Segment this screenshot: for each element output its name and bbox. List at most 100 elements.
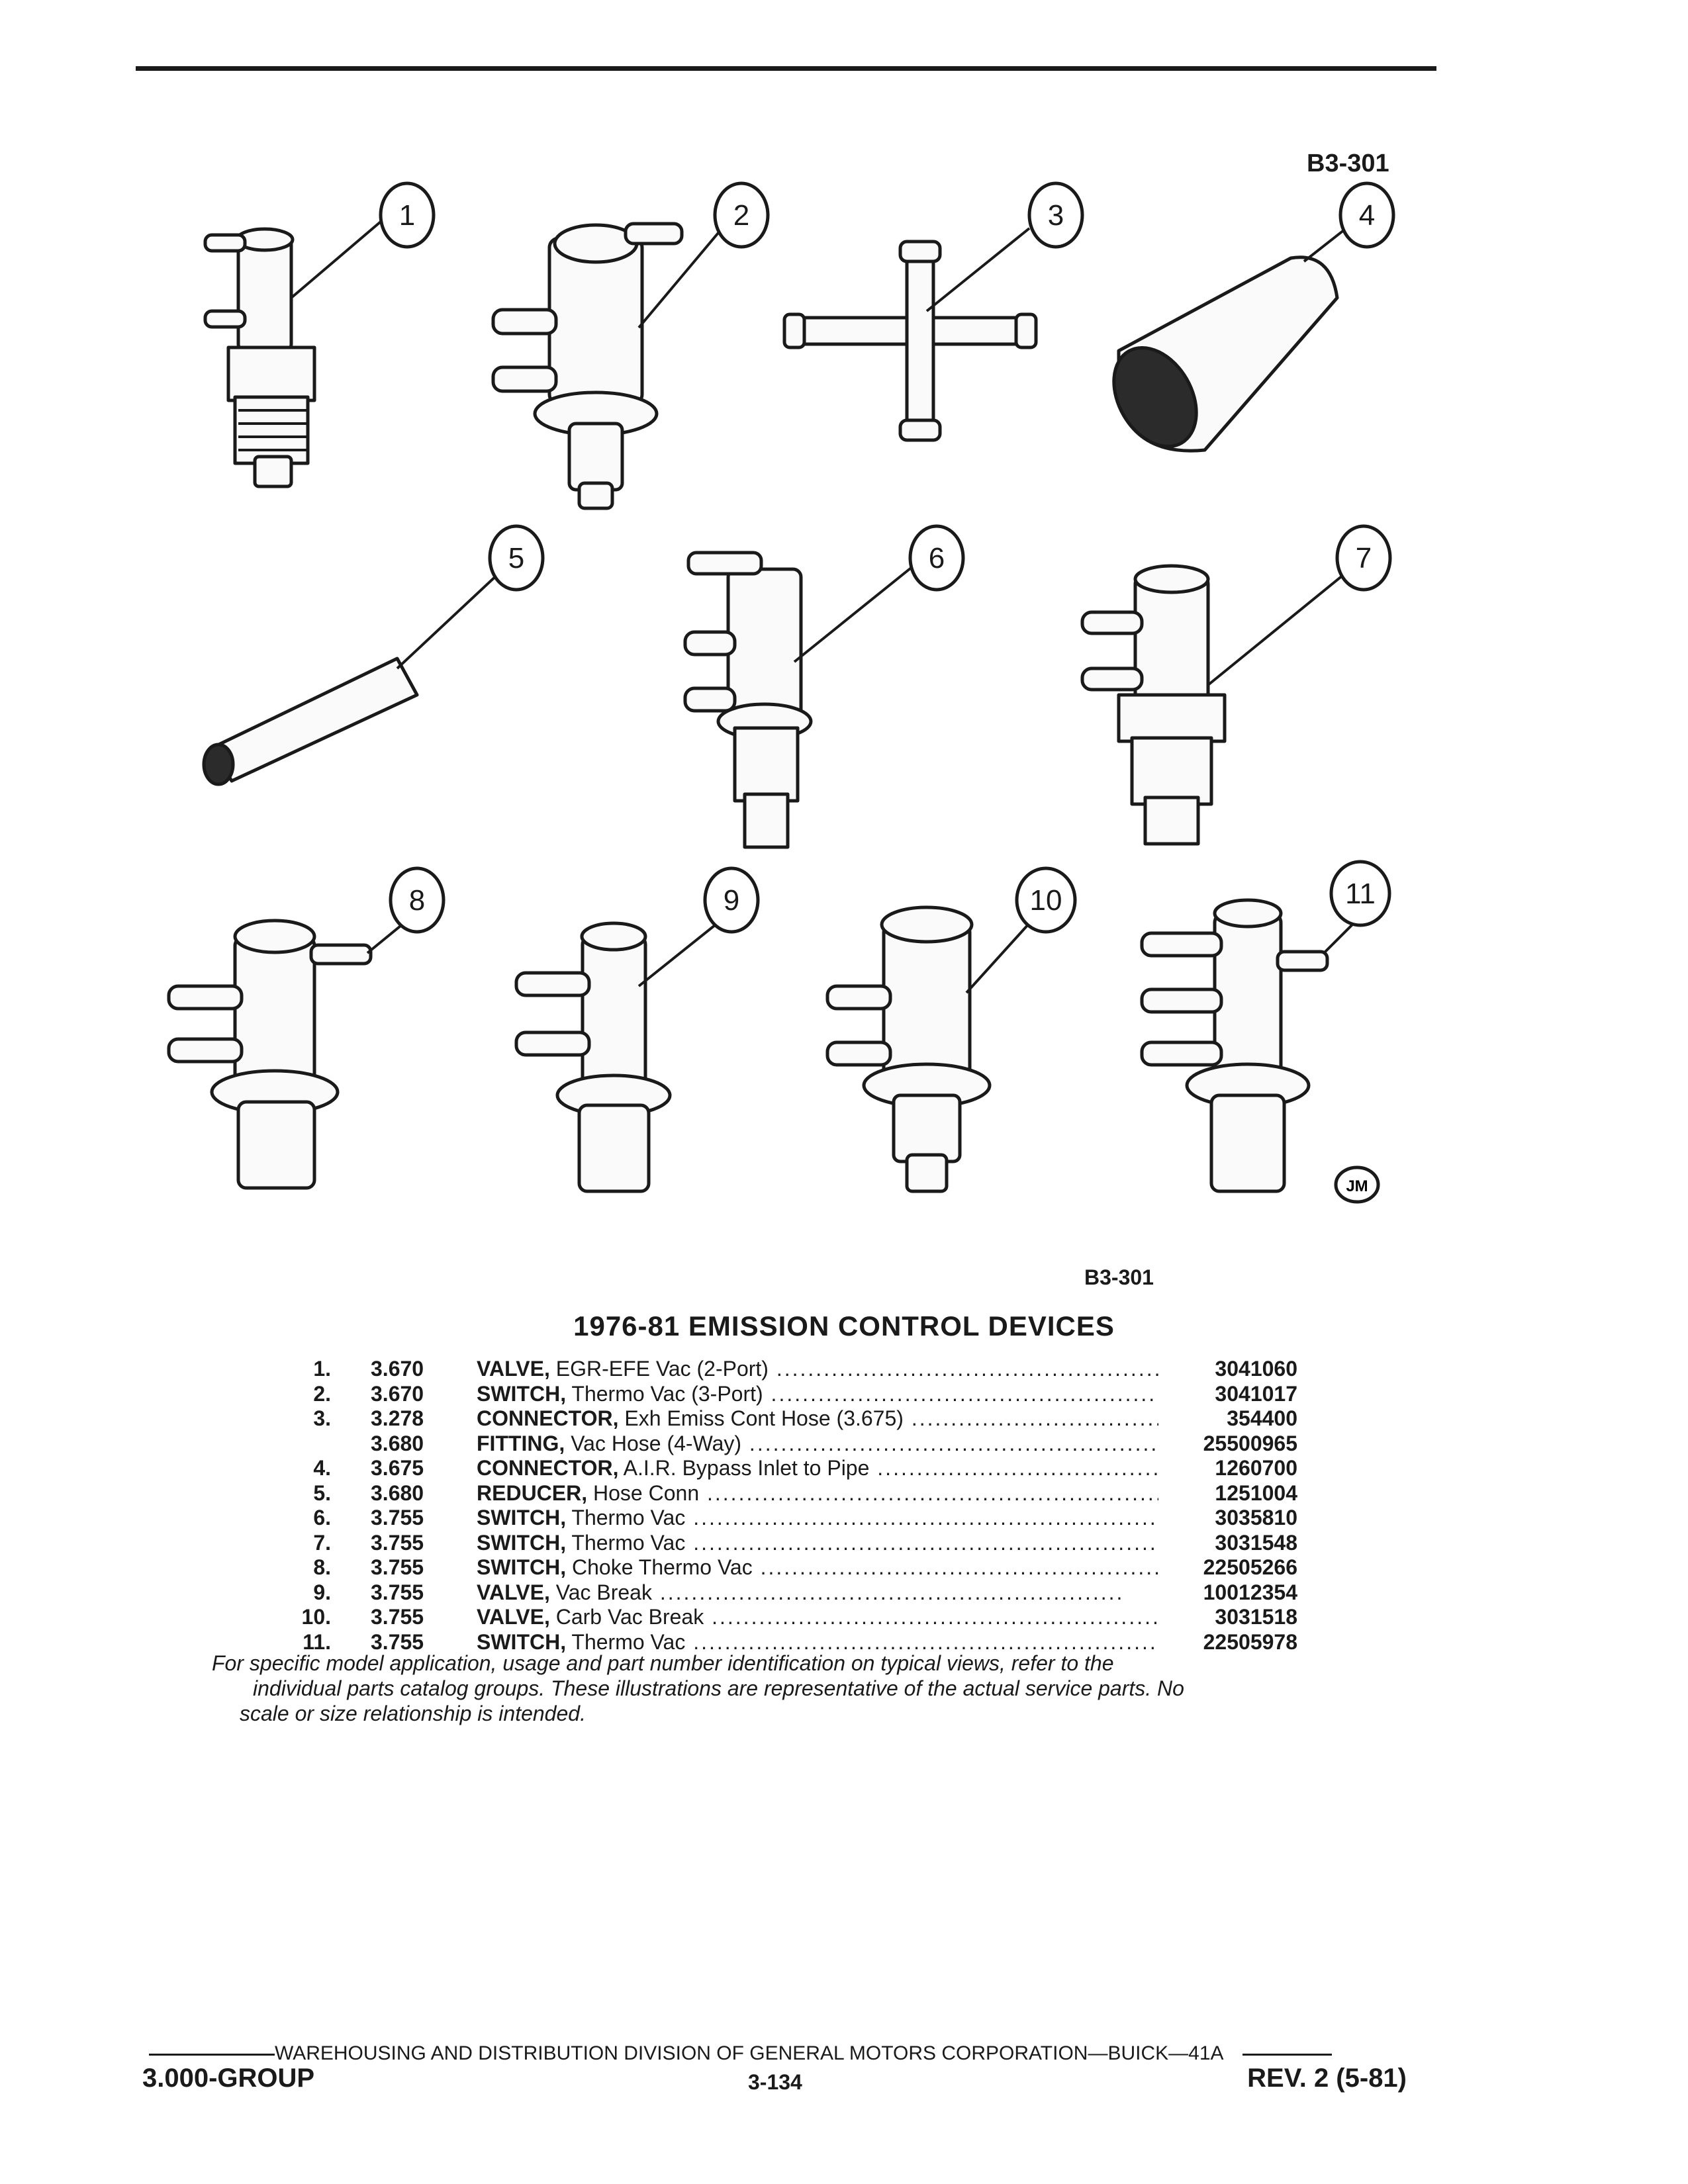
callout-11: 11 — [1329, 860, 1391, 927]
callout-8: 8 — [389, 866, 445, 934]
group-number: 3.278 — [371, 1406, 424, 1430]
part-number: 1260700 — [1215, 1456, 1297, 1480]
part-detail: Carb Vac Break — [555, 1605, 704, 1629]
note-line-3: scale or size relationship is intended. — [240, 1702, 586, 1725]
svg-text:7: 7 — [1356, 542, 1372, 574]
part-number: 3035810 — [1215, 1506, 1297, 1529]
part-name: SWITCH, — [477, 1555, 567, 1579]
item-number: 10. — [301, 1605, 331, 1629]
part-description: SWITCH, Choke Thermo Vac ...............… — [477, 1555, 1158, 1580]
footer-group: 3.000-GROUP — [142, 2064, 315, 2093]
item-number: 3. — [313, 1406, 331, 1430]
svg-text:11: 11 — [1345, 878, 1376, 910]
usage-note: For specific model application, usage an… — [212, 1651, 1370, 1726]
group-number: 3.755 — [371, 1555, 424, 1579]
part-name: CONNECTOR, — [477, 1456, 619, 1480]
parts-list-row: 7. 3.755 SWITCH, Thermo Vac ..............… — [291, 1531, 1297, 1556]
part-number: 22505266 — [1203, 1555, 1297, 1579]
part-name: VALVE, — [477, 1605, 550, 1629]
part-description: CONNECTOR, A.I.R. Bypass Inlet to Pipe .… — [477, 1456, 1158, 1481]
parts-list-row: 8. 3.755 SWITCH, Choke Thermo Vac ........… — [291, 1555, 1297, 1580]
part-detail: Choke Thermo Vac — [571, 1555, 753, 1579]
part-2-drawing — [491, 222, 726, 510]
item-number: 7. — [313, 1530, 331, 1555]
part-description: SWITCH, Thermo Vac .....................… — [477, 1531, 1158, 1556]
leader-dots: ........................................… — [685, 1506, 1158, 1529]
figure-code-top: B3-301 — [1307, 150, 1389, 177]
leader-dots: ........................................… — [685, 1530, 1158, 1555]
part-name: SWITCH, — [477, 1381, 567, 1406]
parts-list-row: 4. 3.675 CONNECTOR, A.I.R. Bypass Inlet to… — [291, 1456, 1297, 1481]
artist-mark: JM — [1334, 1165, 1380, 1204]
leader-dots: ........................................… — [685, 1629, 1158, 1654]
svg-text:8: 8 — [409, 884, 425, 917]
top-rule — [136, 66, 1436, 71]
svg-text:4: 4 — [1359, 199, 1375, 232]
part-number: 3031548 — [1215, 1530, 1297, 1555]
leader-dots: ........................................… — [749, 1431, 1158, 1455]
callout-10: 10 — [1015, 866, 1077, 934]
item-number: 8. — [313, 1555, 331, 1579]
callout-1: 1 — [379, 181, 436, 249]
group-number: 3.670 — [371, 1381, 424, 1406]
part-description: SWITCH, Thermo Vac (3-Port) ............… — [477, 1382, 1158, 1407]
leader-dots: ........................................… — [877, 1456, 1158, 1480]
callout-5: 5 — [488, 524, 545, 592]
part-name: VALVE, — [477, 1357, 550, 1381]
part-name: REDUCER, — [477, 1480, 588, 1505]
part-3-drawing — [782, 227, 1038, 442]
group-number: 3.755 — [371, 1530, 424, 1555]
group-number: 3.755 — [371, 1605, 424, 1629]
part-9-drawing — [514, 919, 723, 1193]
figure-code-bottom: B3-301 — [1084, 1265, 1154, 1289]
section-title: 1976-81 EMISSION CONTROL DEVICES — [573, 1310, 1115, 1342]
part-name: FITTING, — [477, 1431, 565, 1455]
parts-list-row: 2. 3.670 SWITCH, Thermo Vac (3-Port) .....… — [291, 1382, 1297, 1407]
part-description: SWITCH, Thermo Vac .....................… — [477, 1506, 1158, 1531]
part-name: VALVE, — [477, 1580, 550, 1604]
part-number: 354400 — [1227, 1406, 1297, 1430]
part-detail: Thermo Vac — [571, 1629, 686, 1654]
part-number: 3041060 — [1215, 1357, 1297, 1381]
parts-list-row: 3.680 FITTING, Vac Hose (4-Way) .........… — [291, 1432, 1297, 1457]
part-number: 1251004 — [1215, 1480, 1297, 1505]
svg-text:5: 5 — [508, 542, 524, 574]
group-number: 3.680 — [371, 1480, 424, 1505]
part-number: 3041017 — [1215, 1381, 1297, 1406]
part-11-drawing — [1140, 898, 1358, 1193]
group-number: 3.680 — [371, 1431, 424, 1455]
part-number: 10012354 — [1203, 1580, 1297, 1604]
part-description: VALVE, Vac Break .......................… — [477, 1580, 1158, 1606]
part-description: FITTING, Vac Hose (4-Way) ..............… — [477, 1432, 1158, 1457]
item-number: 5. — [313, 1480, 331, 1505]
leader-dots: ........................................… — [760, 1555, 1158, 1579]
part-description: SWITCH, Thermo Vac .....................… — [477, 1630, 1158, 1655]
callout-2: 2 — [713, 181, 770, 249]
part-6-drawing — [683, 551, 915, 849]
part-7-drawing — [1080, 564, 1352, 846]
callout-4: 4 — [1338, 181, 1395, 249]
callout-6: 6 — [908, 524, 965, 592]
svg-text:2: 2 — [733, 199, 749, 232]
part-detail: A.I.R. Bypass Inlet to Pipe — [623, 1456, 870, 1480]
part-10-drawing — [825, 905, 1031, 1193]
footer-page-number: 3-134 — [748, 2070, 802, 2094]
part-name: CONNECTOR, — [477, 1406, 619, 1430]
part-1-drawing — [203, 220, 382, 488]
group-number: 3.675 — [371, 1456, 424, 1480]
part-name: SWITCH, — [477, 1506, 567, 1529]
item-number: 4. — [313, 1456, 331, 1480]
callout-9: 9 — [703, 866, 760, 934]
svg-text:1: 1 — [399, 199, 415, 232]
part-detail: EGR-EFE Vac (2-Port) — [555, 1357, 769, 1381]
footer-rule-right — [1243, 2053, 1333, 2056]
item-number: 2. — [313, 1381, 331, 1406]
part-detail: Vac Hose (4-Way) — [571, 1431, 742, 1455]
svg-text:9: 9 — [724, 884, 739, 917]
svg-text:3: 3 — [1048, 199, 1064, 232]
